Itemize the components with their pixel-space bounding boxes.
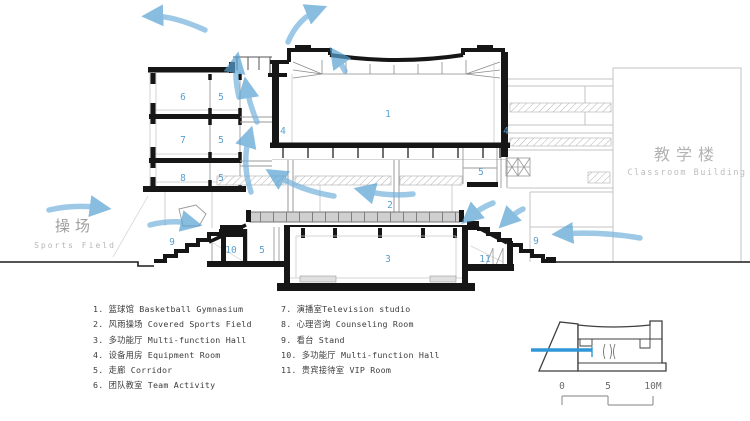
legend-item: 6. 团队教室 Team Activity: [93, 380, 216, 391]
room-label-vip: 11: [479, 254, 491, 265]
scale-label-0: 0: [559, 381, 565, 392]
legend-item: 2. 风雨操场 Covered Sports Field: [93, 319, 252, 330]
airflow-arrow: [329, 46, 352, 74]
room-label-corridor-f3: 5: [218, 92, 224, 103]
airflow-arrow: [141, 4, 208, 33]
gym-floor-slab: [270, 142, 510, 148]
airflow-arrow: [285, 4, 328, 45]
room-label-corridor-f1: 5: [218, 173, 224, 184]
room-label-covered-field: 2: [387, 200, 393, 211]
scale-label-5: 5: [605, 381, 611, 392]
airflow-arrow: [46, 195, 112, 218]
legend-item: 11. 贵宾接待室 VIP Room: [281, 365, 392, 376]
airflow-arrow: [353, 182, 416, 205]
legend-item: 5. 走廊 Corridor: [93, 365, 173, 376]
classroom-title-en: Classroom Building: [627, 168, 747, 178]
legend-item: 8. 心理咨询 Counseling Room: [281, 319, 414, 330]
sports-field-title-zh: 操场: [54, 217, 95, 235]
room-label-equipment-left: 4: [280, 126, 286, 137]
airflow-arrow: [461, 200, 496, 224]
legend-column-1: 1. 篮球馆 Basketball Gymnasium 2. 风雨操场 Cove…: [93, 302, 252, 394]
room-label-team-activity: 6: [180, 92, 186, 103]
room-label-counseling: 8: [180, 173, 186, 184]
room-label-stand-left: 9: [169, 237, 175, 248]
room-label-stand-right: 9: [533, 236, 539, 247]
scale-label-10m: 10M: [644, 381, 662, 392]
room-label-hall-b1: 3: [385, 254, 391, 265]
scale-bar: [561, 395, 654, 406]
airflow-arrow: [265, 168, 337, 199]
room-label-gym: 1: [385, 109, 391, 120]
gymnasium-hall: [270, 45, 510, 160]
airflow-arrow: [498, 205, 526, 229]
left-stand-steps: [154, 229, 223, 263]
legend-item: 7. 演播室Television studio: [281, 304, 411, 314]
sports-field-title-en: Sports Field: [34, 241, 116, 250]
airflow-arrow: [223, 51, 246, 100]
classroom-building-elevation: [505, 67, 742, 263]
room-label-corridor-f2: 5: [218, 135, 224, 146]
legend-item: 1. 篮球馆 Basketball Gymnasium: [93, 304, 244, 314]
legend-item: 9. 看台 Stand: [281, 334, 345, 345]
right-stand-steps: [477, 227, 553, 263]
room-label-equipment-right: 4: [503, 126, 509, 137]
legend-item: 3. 多功能厅 Multi-function Hall: [93, 334, 247, 345]
roof-profile: [270, 48, 505, 64]
basement: [207, 221, 514, 291]
louver-boxes: [505, 157, 531, 177]
ground-line: [0, 261, 750, 267]
room-label-hall-b2: 10: [225, 245, 237, 256]
key-plan: [531, 320, 667, 372]
airflow-arrow: [237, 76, 260, 125]
room-label-corridor-b1: 5: [259, 245, 265, 256]
legend-item: 10. 多功能厅 Multi-function Hall: [281, 349, 440, 360]
airflow-arrows: [46, 4, 643, 244]
airflow-arrow: [551, 221, 643, 244]
room-label-corridor-right: 5: [478, 167, 484, 178]
classroom-title-zh: 教学楼: [653, 145, 720, 164]
left-tower: [143, 56, 287, 228]
legend-column-2: 7. 演播室Television studio 8. 心理咨询 Counseli…: [281, 302, 440, 378]
roof-truss: [292, 60, 501, 79]
legend-item: 4. 设备用房 Equipment Room: [93, 349, 221, 360]
airflow-arrow: [235, 125, 257, 195]
room-label-tv-studio: 7: [180, 135, 186, 146]
airflow-arrow: [147, 210, 203, 232]
field-deck: [249, 211, 461, 223]
